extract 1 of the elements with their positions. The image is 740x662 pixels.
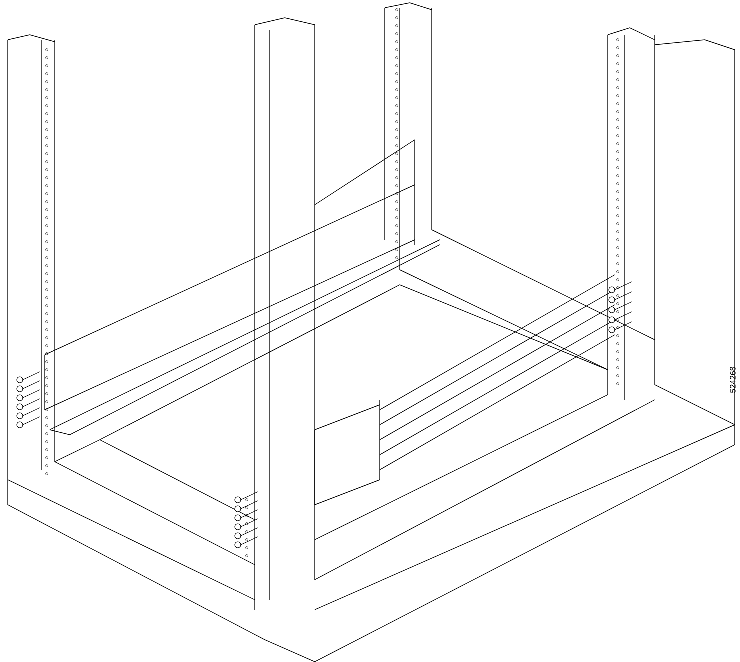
figure-number: 524268 [730, 367, 736, 394]
